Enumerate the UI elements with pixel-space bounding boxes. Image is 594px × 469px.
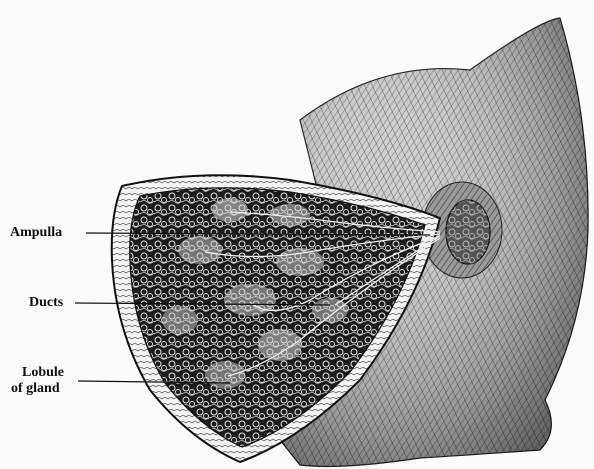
lobule-label-line2: of gland xyxy=(11,382,60,396)
ducts-label: Ducts xyxy=(29,296,63,310)
lobule-label-line1: Lobule xyxy=(22,366,64,380)
ampulla-label: Ampulla xyxy=(10,226,62,240)
